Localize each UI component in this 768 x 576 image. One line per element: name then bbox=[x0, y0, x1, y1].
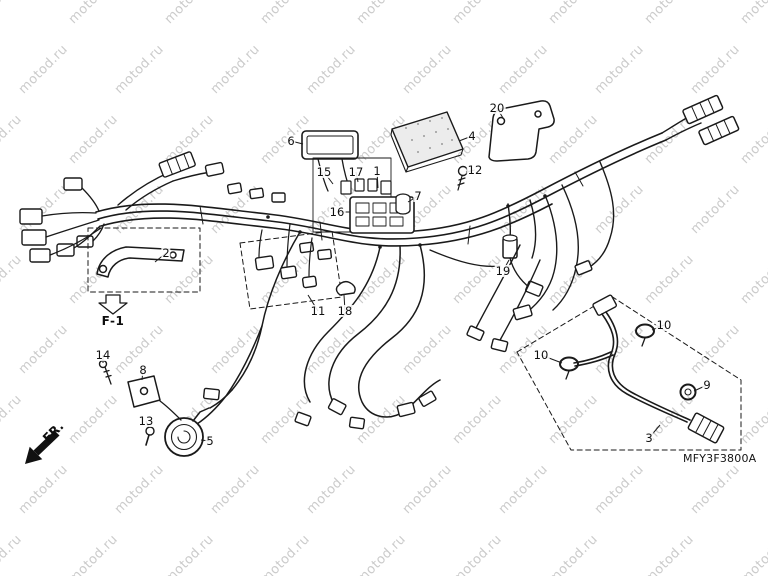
callout-11: 11 bbox=[309, 303, 327, 318]
callout-19: 19 bbox=[494, 263, 512, 278]
branch-dots bbox=[266, 194, 547, 249]
ecu-part-6 bbox=[301, 130, 359, 160]
horn-part-5 bbox=[164, 407, 210, 457]
callout-14: 14 bbox=[94, 347, 112, 362]
callout-1: 1 bbox=[372, 163, 382, 178]
connector-part-3 bbox=[687, 412, 725, 444]
callout-12: 12 bbox=[466, 162, 484, 177]
callout-10: 10 bbox=[655, 317, 673, 332]
screw-part-14 bbox=[98, 359, 112, 385]
wires-into-11-18 bbox=[258, 223, 313, 277]
upper-left-connectors bbox=[158, 151, 286, 203]
fr-arrow-icon bbox=[25, 430, 60, 464]
sub-harness-part-3 bbox=[573, 294, 691, 423]
callout-20: 20 bbox=[488, 100, 506, 115]
callout-5: 5 bbox=[205, 433, 215, 448]
callout-3: 3 bbox=[644, 430, 654, 445]
callout-13: 13 bbox=[137, 413, 155, 428]
relay-part-7 bbox=[395, 193, 411, 215]
callout-9: 9 bbox=[702, 377, 712, 392]
dashed-frame-2 bbox=[87, 227, 201, 293]
clamp-connectors-11-18 bbox=[254, 255, 356, 296]
dashed-frame-11-18 bbox=[239, 230, 343, 310]
horn-mount-wire bbox=[159, 400, 182, 421]
bottom-connectors bbox=[202, 241, 437, 430]
f1-arrow-icon bbox=[98, 294, 128, 315]
tape-bands bbox=[199, 171, 584, 245]
diagram-code: MFY3F3800A bbox=[683, 452, 757, 465]
pad-stipple bbox=[405, 117, 453, 153]
dashed-frame-subharness bbox=[516, 295, 742, 451]
callout-6: 6 bbox=[286, 133, 296, 148]
clamp-parts-10 bbox=[559, 323, 655, 380]
bracket-part-8 bbox=[127, 375, 161, 408]
left-connector-cluster bbox=[19, 177, 94, 263]
callout-7: 7 bbox=[413, 188, 423, 203]
callout-10: 10 bbox=[532, 347, 550, 362]
callout-15: 15 bbox=[315, 164, 333, 179]
callout-17: 17 bbox=[347, 164, 365, 179]
condenser-part-19 bbox=[502, 203, 544, 297]
pad-part-4 bbox=[390, 111, 464, 173]
callout-2: 2 bbox=[161, 245, 171, 260]
callout-4: 4 bbox=[467, 128, 477, 143]
f1-label: F-1 bbox=[101, 314, 125, 328]
top-right-connectors bbox=[661, 94, 740, 146]
right-branch-connectors bbox=[466, 260, 593, 353]
ring-part-9 bbox=[679, 383, 697, 401]
callout-18: 18 bbox=[336, 303, 354, 318]
callout-8: 8 bbox=[138, 362, 148, 377]
callout-16: 16 bbox=[328, 204, 346, 219]
